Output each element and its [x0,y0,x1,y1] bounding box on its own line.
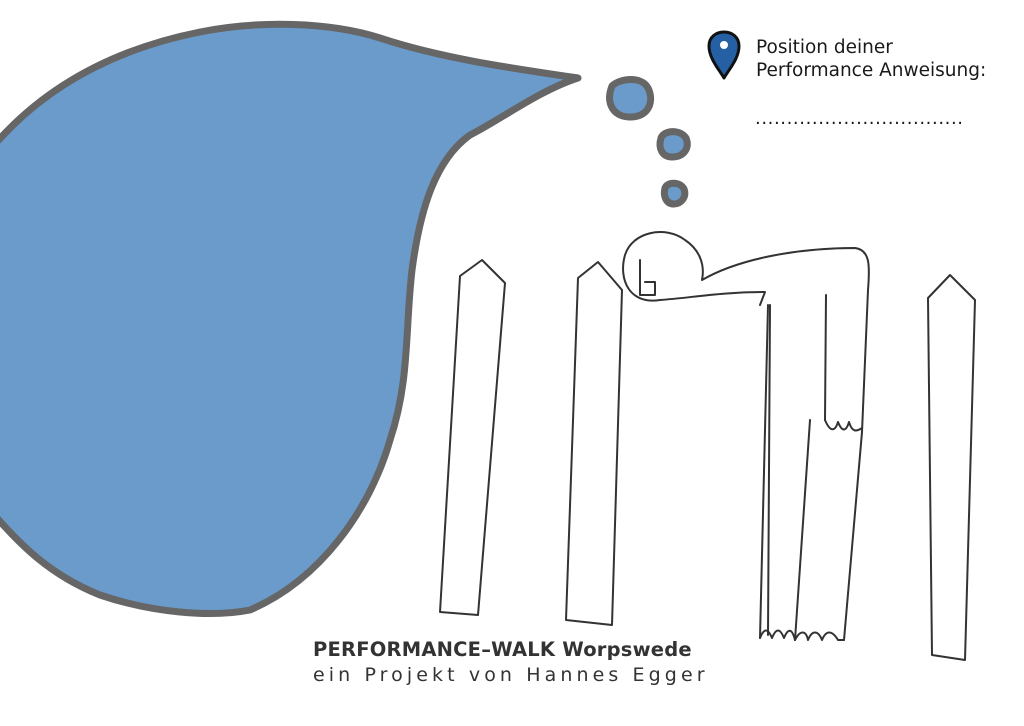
bubble-medium [656,128,691,161]
figure [622,231,870,641]
footer-title: PERFORMANCE–WALK Worpswede [313,638,692,661]
position-instruction: Position deiner Performance Anweisung: [756,36,986,82]
map-pin-icon [707,30,741,80]
fence-post-2 [565,261,623,626]
position-line-1: Position deiner [756,37,893,58]
fence-post-3 [927,274,976,661]
position-line-2: Performance Anweisung: [756,60,987,81]
footer-subtitle: ein Projekt von Hannes Egger [313,664,709,686]
bubble-small [660,179,689,208]
bubble-large [606,76,655,121]
fence-post-1 [439,259,506,616]
thought-bubble [0,20,691,617]
thought-cloud [0,20,582,617]
position-blank-line: ................................. [755,108,964,129]
